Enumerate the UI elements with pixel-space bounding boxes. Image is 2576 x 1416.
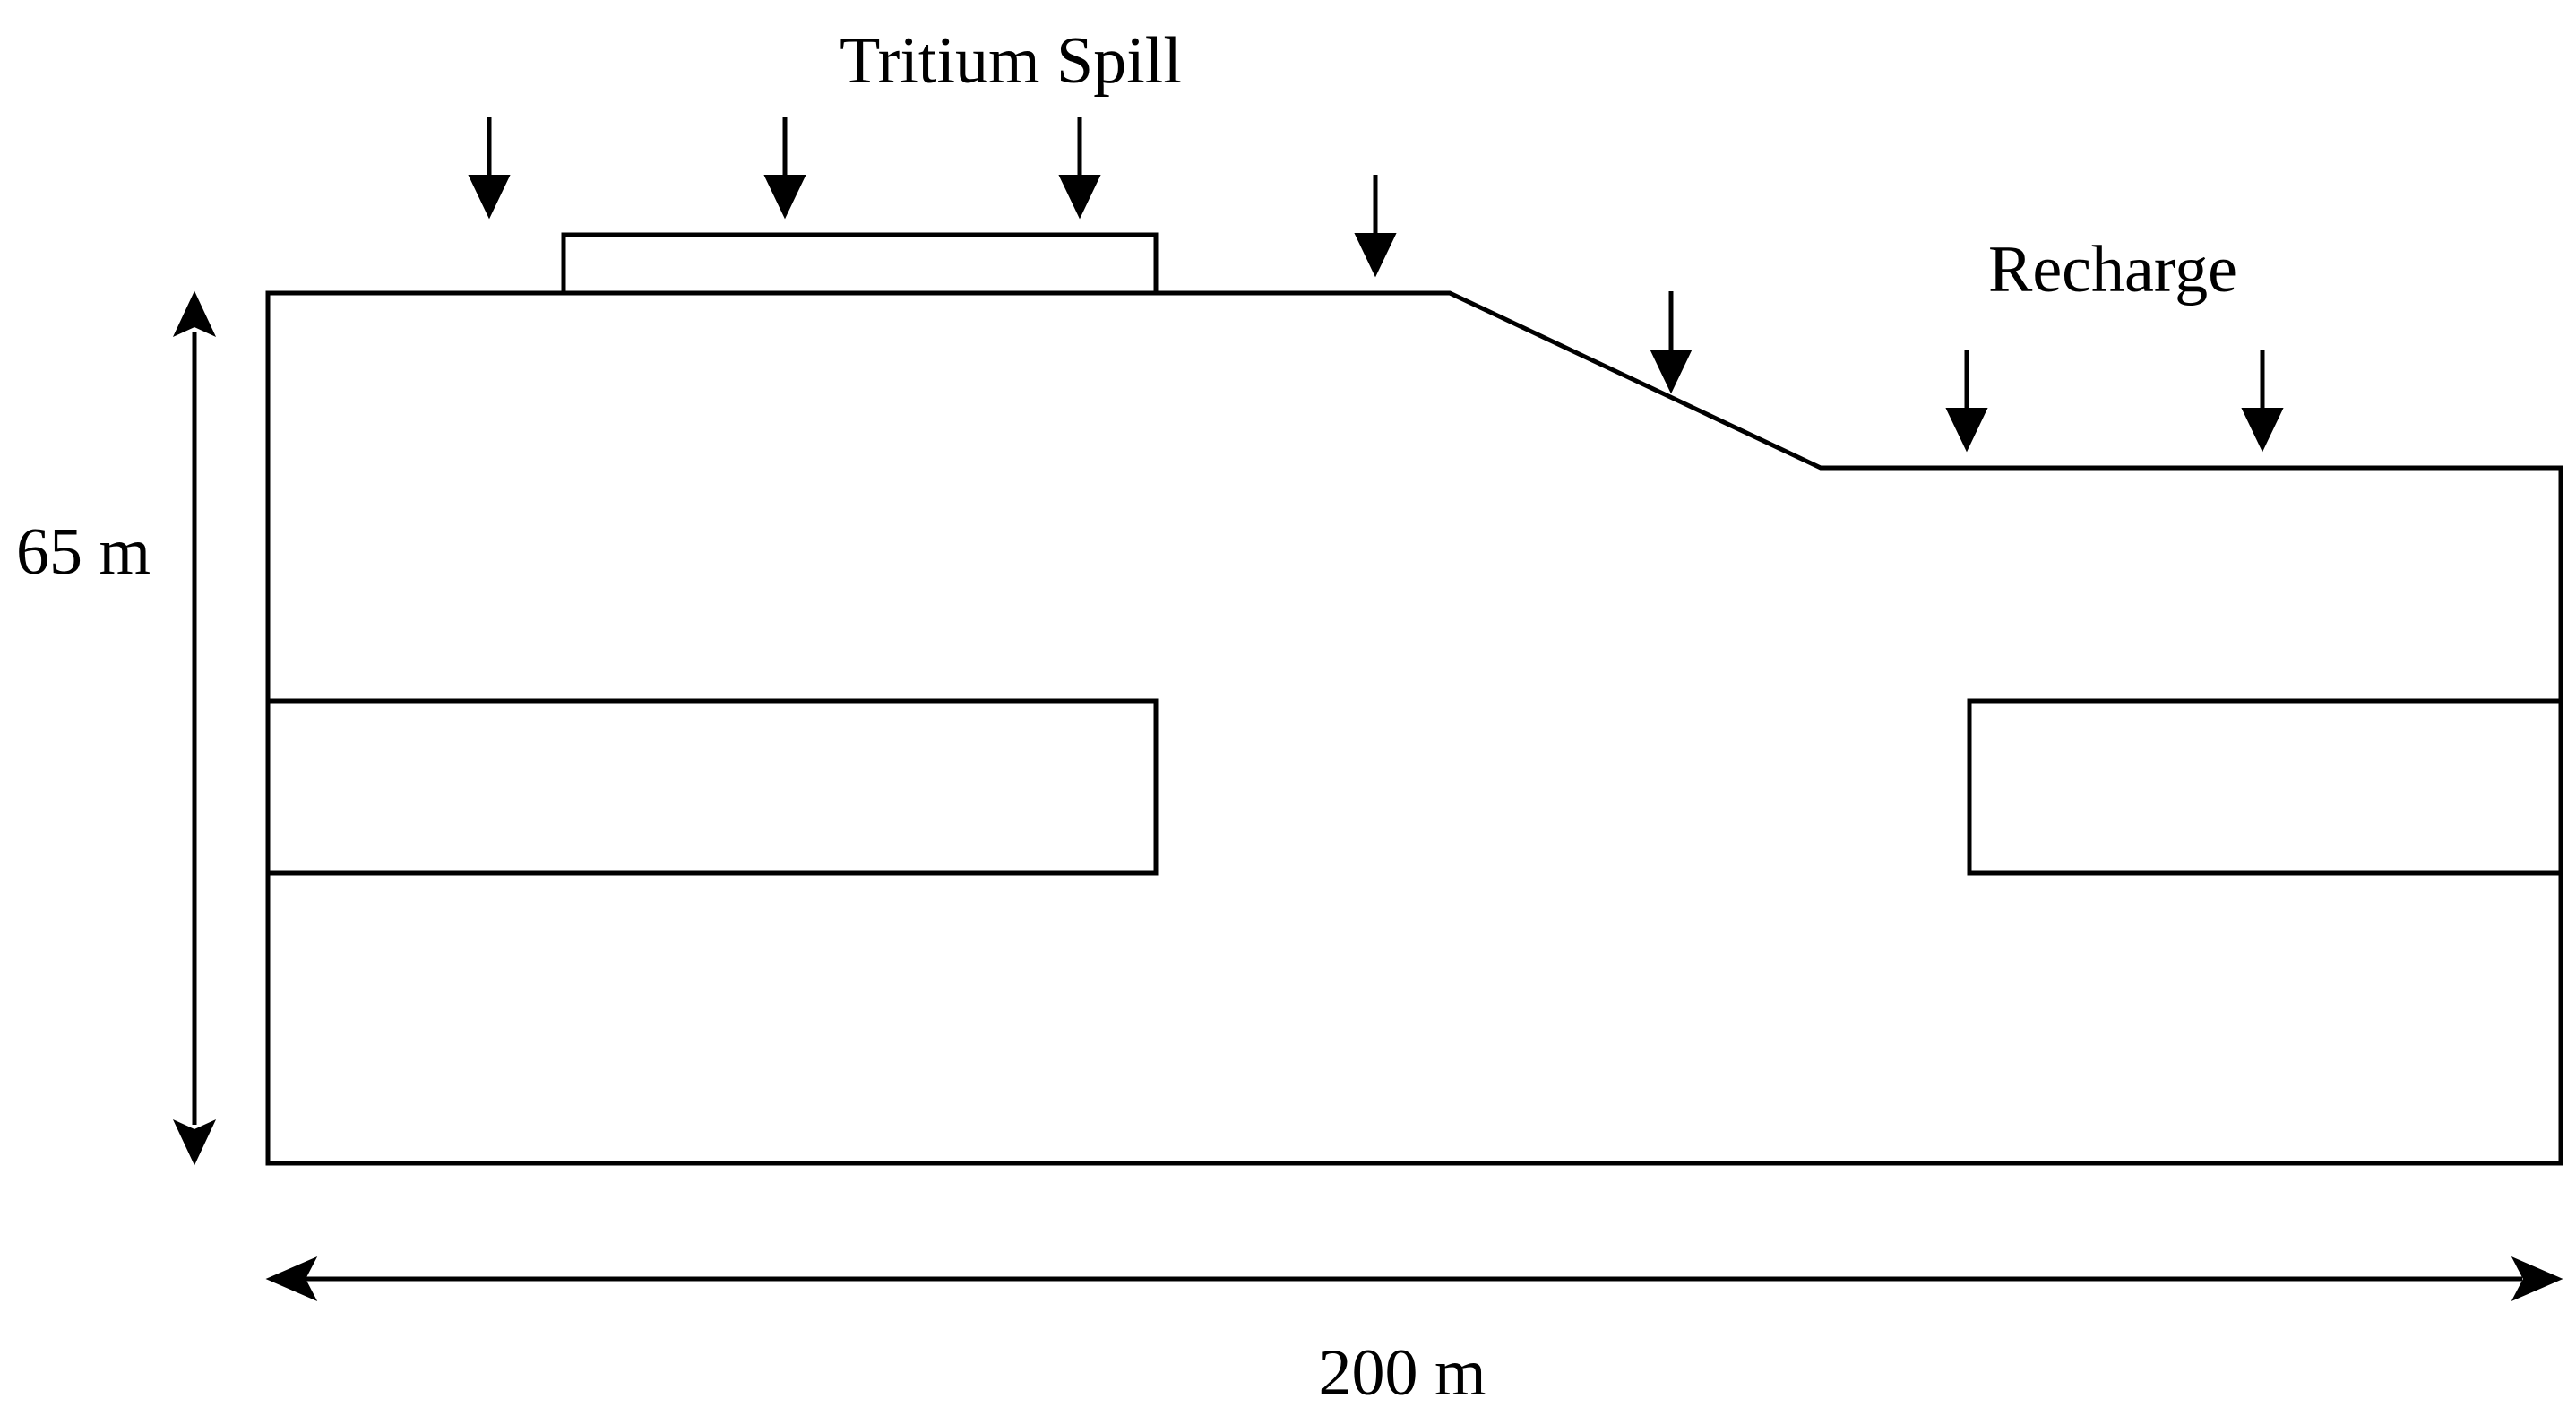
left-layer-block [265, 698, 1159, 876]
height-label: 65 m [16, 515, 151, 589]
spill-label: Tritium Spill [840, 24, 1182, 98]
arrow-5-icon [1650, 291, 1693, 394]
recharge-label: Recharge [1988, 233, 2237, 307]
arrow-4-icon [1354, 175, 1397, 278]
arrow-3-icon [1058, 117, 1101, 220]
arrow-7-icon [2241, 350, 2284, 453]
right-layer-block [1967, 698, 2563, 876]
domain-boundary [265, 290, 2563, 1166]
arrow-6-icon [1945, 350, 1988, 453]
width-dimension-arrow-icon [265, 1256, 2563, 1302]
arrow-1-icon [468, 117, 511, 220]
arrow-2-icon [763, 117, 806, 220]
height-dimension-arrow-icon [172, 290, 217, 1166]
width-label: 200 m [1318, 1336, 1486, 1410]
spill-zone-box [561, 232, 1159, 296]
